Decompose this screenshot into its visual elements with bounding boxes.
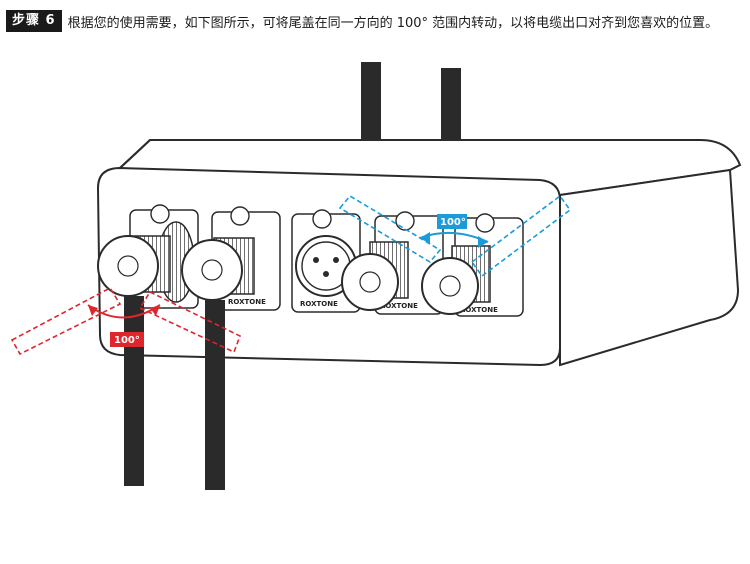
brand-label-3: ROXTONE <box>300 300 338 308</box>
step-instruction: 根据您的使用需要，如下图所示，可将尾盖在同一方向的 100° 范围内转动，以将电… <box>67 15 719 31</box>
plug-2 <box>181 237 255 301</box>
brand-label-2: ROXTONE <box>228 298 266 306</box>
angle-label-right: 100° <box>440 217 466 228</box>
angle-badge-right: 100° <box>437 214 467 229</box>
brand-label-4: ROXTONE <box>380 302 418 310</box>
latch-tabs <box>150 204 495 233</box>
plug-3 <box>341 241 409 311</box>
rotation-arrowheads-left <box>88 305 160 316</box>
cable-bottom-2 <box>205 300 225 490</box>
angle-label-left: 100° <box>114 335 140 346</box>
plug-4 <box>421 245 491 315</box>
step-badge: 步骤 6 <box>6 10 62 32</box>
rotation-arrowheads-right <box>420 232 488 248</box>
xlr-socket <box>295 235 357 297</box>
brand-label-5: ROXTONE <box>460 306 498 314</box>
cable-bottom-1 <box>124 296 144 486</box>
step-header: 步骤 6 根据您的使用需要，如下图所示，可将尾盖在同一方向的 100° 范围内转… <box>6 10 718 32</box>
angle-badge-left: 100° <box>110 332 144 347</box>
